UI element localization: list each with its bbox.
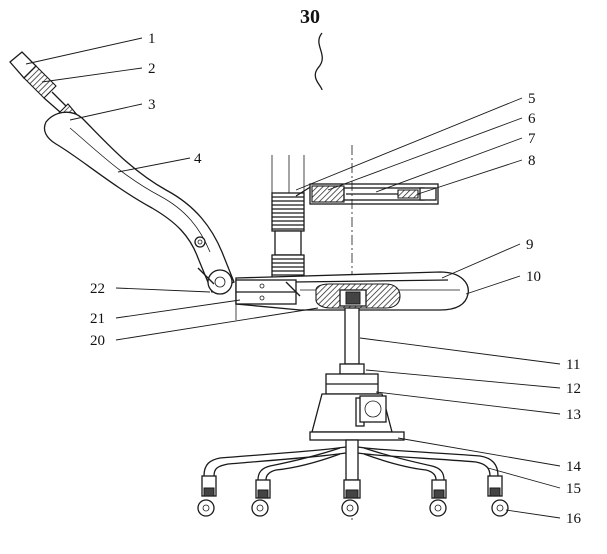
label-9: 9: [526, 237, 534, 253]
label-2: 2: [148, 61, 156, 77]
armrest-pad: [295, 183, 439, 205]
label-20: 20: [90, 333, 105, 349]
label-22: 22: [90, 281, 105, 297]
seat: [235, 271, 469, 320]
back-hinge-pin: [194, 236, 206, 248]
label-7: 7: [528, 131, 536, 147]
base-legs: [203, 439, 499, 481]
label-10: 10: [526, 269, 541, 285]
leader-lines: [25, 37, 561, 519]
label-1: 1: [148, 31, 156, 47]
label-8: 8: [528, 153, 536, 169]
label-6: 6: [528, 111, 536, 127]
label-13: 13: [566, 407, 581, 423]
figure-number: 30: [300, 6, 320, 28]
label-15: 15: [566, 481, 581, 497]
label-16: 16: [566, 511, 582, 527]
back-pivot: [207, 269, 233, 295]
label-11: 11: [566, 357, 580, 373]
gas-lift: [309, 307, 405, 441]
label-4: 4: [194, 151, 202, 167]
armrest-post: [271, 155, 305, 280]
label-12: 12: [566, 381, 581, 397]
figure-squiggle: [314, 32, 323, 91]
label-14: 14: [566, 459, 582, 475]
label-5: 5: [528, 91, 536, 107]
label-3: 3: [148, 97, 156, 113]
label-21: 21: [90, 311, 105, 327]
reference-numerals: 1 2 3 4 5 6 7 8 9 10 11 12 13 14 15 16 2…: [90, 31, 582, 527]
casters: [197, 475, 509, 517]
back-frame: [43, 111, 235, 293]
